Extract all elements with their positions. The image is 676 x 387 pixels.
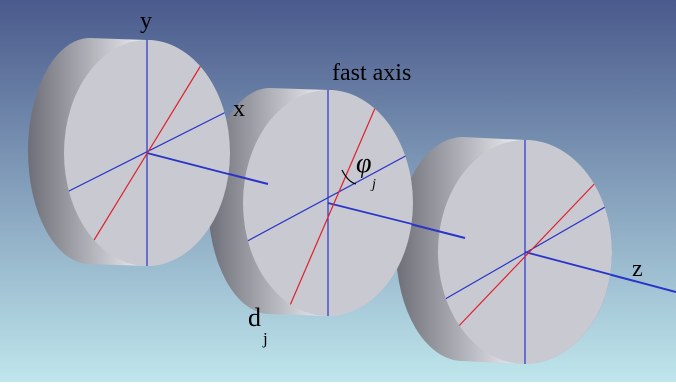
- plate-3-z-axis: [524, 251, 612, 278]
- d-label: d: [248, 303, 261, 332]
- x-axis-label: x: [233, 96, 245, 122]
- waveplate-1: [28, 38, 269, 266]
- plate-1-x-axis: [64, 109, 230, 194]
- phi-angle-arc: [341, 169, 357, 185]
- fast-axis-label: fast axis: [332, 60, 411, 86]
- plate-1-fast-axis: [87, 61, 204, 251]
- plate-2-x-axis: [243, 151, 413, 246]
- plate-2-fast-axis: [287, 91, 383, 311]
- phi-subscript: j: [370, 177, 376, 192]
- plate-3-fast-axis: [454, 177, 601, 331]
- y-axis-label: y: [140, 8, 152, 34]
- phi-label: φ: [356, 148, 372, 179]
- plate-1-z-axis: [146, 152, 230, 176]
- z-axis-label: z: [632, 256, 643, 282]
- d-subscript: j: [262, 329, 268, 348]
- waveplate-3: [396, 137, 612, 364]
- plate-2-z-axis: [327, 202, 413, 227]
- waveplate-2: [208, 88, 466, 316]
